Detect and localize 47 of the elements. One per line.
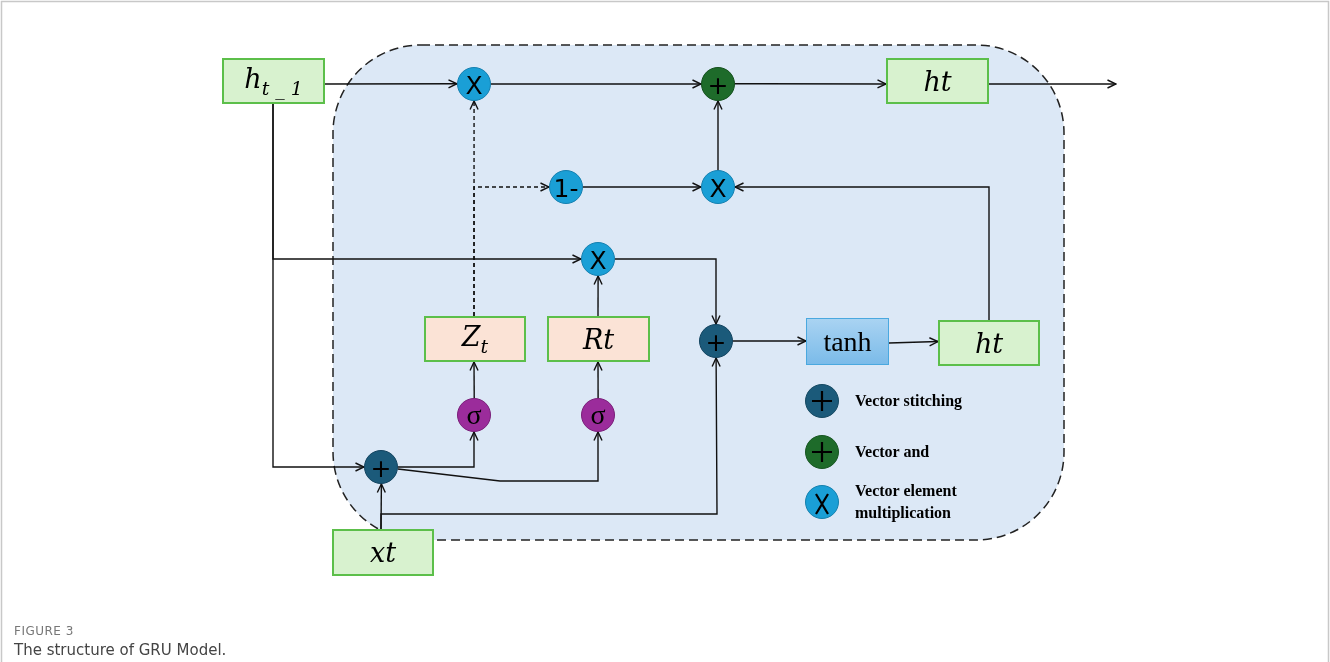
state-box	[886, 58, 989, 104]
dashed-container	[332, 44, 1065, 541]
node-text: σ	[466, 401, 482, 429]
arrow	[593, 361, 603, 399]
node-text: tanh	[823, 327, 872, 356]
arrow	[582, 182, 702, 192]
node-text: σ	[590, 401, 606, 429]
node-text: X	[465, 72, 483, 98]
arrow	[397, 431, 479, 468]
node-text: X	[709, 175, 727, 201]
gate-box	[424, 316, 526, 362]
node-text: ht	[923, 67, 952, 95]
node-text: +	[370, 455, 392, 481]
node-text: 1-	[553, 175, 579, 201]
legend-text: Vector element multiplication	[855, 481, 958, 524]
gate-box	[547, 316, 650, 362]
node-text: X	[589, 247, 607, 273]
figure-number: FIGURE 3	[14, 624, 74, 638]
caption: The structure of GRU Model.	[14, 641, 227, 659]
node-text: xt	[369, 539, 397, 566]
arrow	[988, 79, 1117, 89]
legend-text: Vector stitching	[855, 391, 964, 412]
node-text: +	[707, 72, 729, 98]
node-text: h$_{t _ 1}$	[244, 64, 303, 98]
arrow	[490, 79, 702, 89]
activation-box	[806, 318, 889, 365]
arrow	[732, 336, 807, 346]
arrow	[888, 337, 939, 347]
arrow	[713, 100, 723, 171]
node-text: Rt	[582, 325, 615, 353]
node-text: ht	[974, 329, 1004, 357]
arrow	[734, 182, 990, 321]
node-text: +	[705, 329, 727, 355]
legend-text: Vector and	[855, 442, 931, 463]
state-box	[938, 320, 1040, 366]
arrow	[272, 103, 365, 472]
arrow	[614, 258, 721, 325]
arrow	[734, 79, 887, 89]
state-box	[222, 58, 325, 104]
node-text: Z$_{t}$	[461, 322, 489, 356]
arrow	[324, 79, 458, 89]
arrow	[593, 275, 603, 317]
arrow	[469, 361, 479, 399]
state-box	[332, 529, 434, 576]
arrow	[473, 182, 550, 317]
arrow	[380, 357, 721, 530]
arrow	[397, 431, 603, 482]
